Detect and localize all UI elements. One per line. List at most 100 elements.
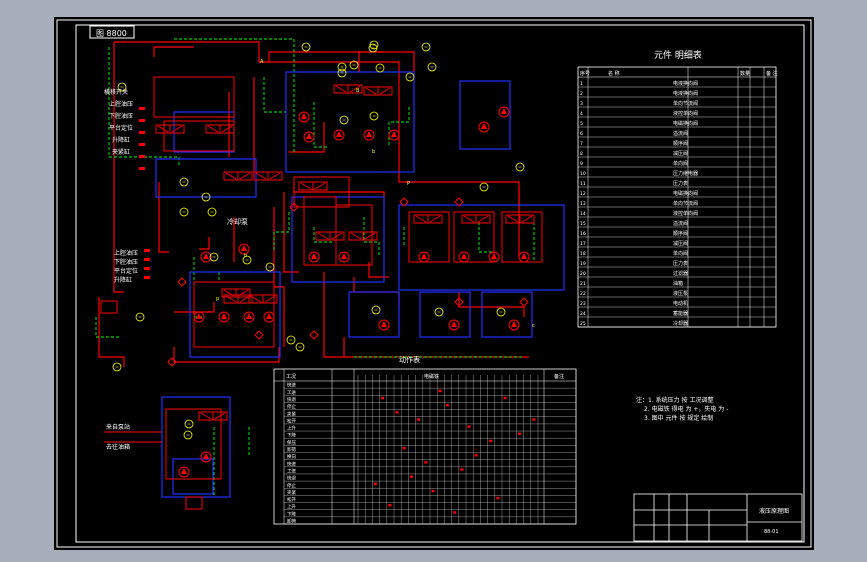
parts-row-number: 22 [580, 291, 586, 297]
inner-frame [75, 24, 805, 543]
pump-symbol [238, 243, 250, 255]
svg-text:P: P [407, 181, 410, 187]
parts-row-name: 压力继电器 [673, 170, 698, 177]
sensor-marker [139, 167, 145, 170]
schedule-mark [417, 418, 421, 421]
parts-header-cell: 序号 [580, 70, 590, 77]
sensor-marker [139, 143, 145, 146]
parts-row-name: 电动机 [673, 300, 688, 307]
parts-row-number: 5 [580, 121, 583, 127]
schedule-table: 工况电磁铁备注快进工进快退停止夹紧松开上升下降保压卸荷换向快进工进快退停止夹紧松… [273, 368, 577, 525]
parts-row-number: 20 [580, 271, 586, 277]
pump-symbol [178, 466, 190, 478]
parts-row-number: 8 [580, 151, 583, 157]
valve-symbol [315, 231, 345, 241]
callout-marker [135, 312, 145, 322]
callout-marker [496, 307, 506, 317]
parts-table-title: 元件 明细表 [654, 49, 702, 61]
callout-marker [434, 307, 444, 317]
schedule-row-label: 松开 [287, 496, 296, 503]
schedule-row-label: 快进 [287, 382, 296, 389]
pump-symbol [498, 106, 510, 118]
callout-marker [184, 419, 194, 429]
valve-symbol [223, 171, 253, 181]
check-valve-symbol [309, 330, 319, 340]
callout-marker [179, 177, 189, 187]
schedule-mark [381, 396, 385, 400]
parts-row-number: 17 [580, 241, 586, 247]
parts-row-number: 19 [580, 261, 586, 267]
pump-symbol [388, 129, 400, 141]
pump-symbol [308, 251, 320, 263]
callout-marker [427, 62, 437, 72]
callout-marker [339, 115, 349, 125]
valve-symbol [363, 86, 393, 96]
component-groups [155, 71, 565, 498]
parts-row-name: 单向阀 [673, 250, 688, 257]
schedule-row-label: 上升 [287, 425, 296, 432]
svg-text:c: c [532, 323, 535, 329]
to-tank-label: 去往油箱 [106, 443, 130, 451]
schedule-row-label: 换向 [287, 453, 296, 460]
sensor-marker [139, 119, 145, 122]
parts-row-number: 6 [580, 131, 583, 137]
parts-row-number: 9 [580, 161, 583, 167]
schedule-mark [532, 418, 536, 421]
hydraulic-schematic: 图 8800 [56, 19, 812, 548]
left-label: 下腔油压 [109, 112, 133, 120]
parts-row-number: 2 [580, 91, 583, 97]
callout-marker [183, 430, 193, 440]
left-label: 横移开关 [104, 88, 128, 96]
pump-symbol [378, 319, 390, 331]
valve-symbol [221, 288, 251, 298]
sensor-marker [144, 258, 150, 261]
parts-header-cell: 名 称 [608, 70, 620, 77]
callout-marker [286, 335, 296, 345]
parts-row-name: 电磁换向阀 [673, 190, 698, 197]
callout-marker [242, 255, 252, 265]
parts-row-number: 3 [580, 101, 583, 107]
schedule-mark [424, 461, 428, 464]
pump-symbol [518, 251, 530, 263]
title-block [633, 493, 803, 542]
check-valve-symbol [399, 197, 409, 207]
parts-row-name: 冷却器 [673, 320, 688, 327]
parts-row-name: 单向节流阀 [673, 200, 698, 207]
schedule-mark [445, 403, 449, 407]
check-valve-symbol [167, 357, 177, 367]
note-2: 2. 电磁铁 得电 为 +，失电 为 - [644, 405, 728, 413]
schedule-mark [517, 432, 521, 436]
schedule-row-label: 保压 [287, 439, 296, 446]
schedule-mark [467, 425, 471, 428]
left-label-lower: 升降缸 [114, 276, 132, 284]
callout-marker [479, 182, 489, 192]
schedule-mark [460, 468, 464, 471]
parts-row-name: 液控单向阀 [673, 210, 698, 217]
parts-row-name: 液压泵 [673, 290, 688, 297]
schedule-mark [474, 454, 478, 457]
callout-marker [179, 207, 189, 217]
notes: 注：1. 系统压力 按 工况调整 2. 电磁铁 得电 为 +，失电 为 - 3.… [636, 396, 728, 422]
schedule-mark [402, 446, 406, 450]
parts-row-name: 减压阀 [673, 150, 688, 157]
schedule-mark [496, 496, 500, 500]
pump-symbol [508, 319, 520, 331]
valve-symbol [198, 411, 228, 421]
pump-symbol [200, 451, 212, 463]
schedule-row-label: 快进 [287, 460, 296, 467]
callout-marker [375, 63, 385, 73]
svg-text:B: B [356, 88, 360, 94]
parts-row-number: 25 [580, 321, 586, 327]
schedule-row-label: 卸荷 [287, 446, 296, 453]
pump-symbol [193, 311, 205, 323]
schedule-row-label: 工进 [287, 389, 296, 396]
schedule-row-label: 快退 [287, 396, 296, 403]
parts-row-number: 21 [580, 281, 586, 287]
schedule-row-label: 下降 [287, 510, 296, 517]
parts-row-number: 12 [580, 191, 586, 197]
check-valve-symbol [454, 197, 464, 207]
callout-marker [295, 342, 305, 352]
callout-marker [369, 40, 379, 50]
valve-symbol [205, 124, 235, 134]
